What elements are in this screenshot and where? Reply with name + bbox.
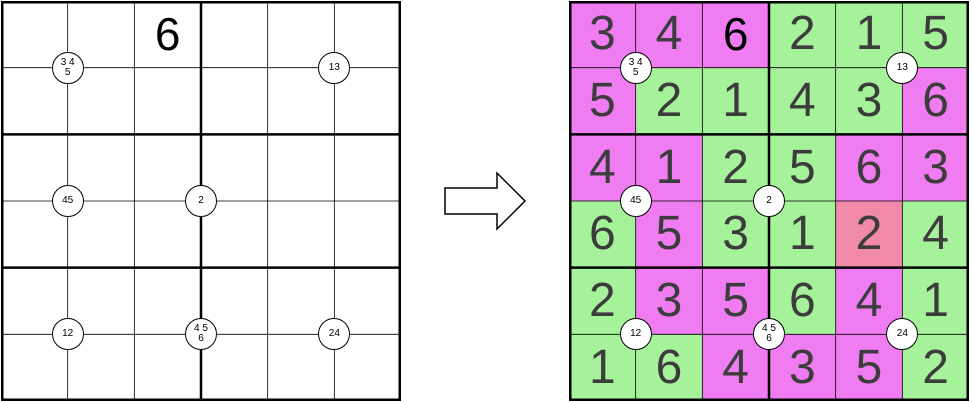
solution-digit: 3 bbox=[588, 7, 616, 61]
solution-digit: 3 bbox=[722, 207, 749, 261]
clue-text: 12 bbox=[62, 328, 74, 340]
clue-circle: 12 bbox=[51, 318, 84, 351]
clue-text: 3 4 5 bbox=[60, 56, 75, 78]
solution-digit: 5 bbox=[788, 140, 816, 194]
solution-digit: 5 bbox=[855, 340, 883, 394]
clue-circle: 24 bbox=[318, 318, 351, 351]
solution-digit: 4 bbox=[588, 140, 616, 194]
clue-circle: 13 bbox=[318, 51, 351, 84]
solution-cell: 4 bbox=[769, 67, 836, 135]
grid-cell[interactable] bbox=[201, 67, 268, 135]
solution-digit: 5 bbox=[922, 7, 949, 61]
solution-cell: 6 bbox=[569, 201, 636, 268]
solution-digit: 6 bbox=[722, 8, 749, 61]
clue-text: 45 bbox=[630, 195, 642, 206]
solution-digit: 6 bbox=[588, 207, 616, 261]
clue-circle: 45 bbox=[619, 185, 652, 217]
clue-text: 45 bbox=[62, 195, 74, 206]
solution-digit: 6 bbox=[855, 140, 883, 194]
solution-digit: 5 bbox=[588, 73, 616, 127]
grid-cell[interactable] bbox=[201, 1, 268, 68]
solution-cell: 6 bbox=[769, 267, 836, 335]
solution-digit: 6 bbox=[655, 340, 683, 394]
right-arrow-icon bbox=[444, 171, 527, 231]
solution-digit: 3 bbox=[855, 73, 883, 127]
given-digit: 6 bbox=[154, 8, 181, 61]
clue-text: 13 bbox=[328, 61, 340, 73]
solution-cell: 3 bbox=[569, 1, 636, 68]
clue-circle: 2 bbox=[753, 185, 785, 217]
clue-text: 2 bbox=[766, 195, 772, 206]
clue-text: 3 4 5 bbox=[628, 56, 643, 78]
solution-cell: 1 bbox=[702, 67, 769, 135]
clue-circle: 24 bbox=[886, 318, 919, 351]
solution-cell: 1 bbox=[569, 334, 636, 401]
solution-digit: 1 bbox=[588, 340, 616, 394]
solution-digit: 1 bbox=[922, 273, 949, 327]
clue-circle: 2 bbox=[185, 185, 217, 217]
clue-circle: 3 4 5 bbox=[619, 51, 652, 84]
solution-digit: 3 bbox=[922, 140, 949, 194]
puzzle-grid: 6 3 4 5 13 45 2 12 4 5 6 24 bbox=[1, 1, 401, 401]
solution-digit: 2 bbox=[788, 7, 816, 61]
solution-cell: 2 bbox=[769, 1, 836, 68]
grid-cell[interactable] bbox=[334, 201, 401, 268]
solution-cell: 1 bbox=[769, 201, 836, 268]
solution-digit: 4 bbox=[722, 340, 749, 394]
solution-digit: 2 bbox=[922, 340, 949, 394]
solution-digit: 1 bbox=[722, 73, 749, 127]
solution-cell: 3 bbox=[835, 67, 903, 135]
clue-circle: 4 5 6 bbox=[185, 318, 217, 351]
clue-circle: 4 5 6 bbox=[753, 318, 785, 351]
clue-text: 13 bbox=[896, 61, 908, 73]
grid-cell[interactable] bbox=[334, 334, 401, 401]
solution-cell: 6 bbox=[835, 134, 903, 201]
clue-text: 4 5 6 bbox=[762, 323, 776, 345]
grid-cell[interactable] bbox=[267, 201, 335, 268]
solution-digit: 2 bbox=[588, 273, 616, 327]
solution-digit: 3 bbox=[655, 273, 683, 327]
clue-text: 12 bbox=[630, 328, 642, 340]
solution-digit: 4 bbox=[922, 207, 949, 261]
clue-circle: 13 bbox=[886, 51, 919, 84]
grid-cell[interactable] bbox=[134, 67, 201, 135]
grid-cell[interactable]: 6 bbox=[134, 1, 201, 68]
solution-digit: 6 bbox=[922, 73, 949, 127]
solution-cell: 6 bbox=[702, 1, 769, 68]
solution-digit: 4 bbox=[788, 73, 816, 127]
solution-digit: 5 bbox=[722, 273, 749, 327]
grid-cell[interactable] bbox=[267, 134, 335, 201]
solution-digit: 6 bbox=[788, 273, 816, 327]
grid-cell[interactable] bbox=[334, 134, 401, 201]
solution-digit: 2 bbox=[855, 207, 883, 261]
clue-circle: 12 bbox=[619, 318, 652, 351]
solution-digit: 1 bbox=[855, 7, 883, 61]
solution-cell: 1 bbox=[835, 1, 903, 68]
solution-digit: 1 bbox=[655, 140, 683, 194]
solution-cell: 4 bbox=[902, 201, 969, 268]
clue-text: 24 bbox=[328, 328, 340, 340]
solution-digit: 5 bbox=[655, 207, 683, 261]
clue-text: 2 bbox=[198, 195, 204, 206]
solution-cell: 3 bbox=[902, 134, 969, 201]
clue-circle: 45 bbox=[51, 185, 84, 217]
solution-cell: 2 bbox=[835, 201, 903, 268]
solution-digit: 2 bbox=[655, 73, 683, 127]
solution-digit: 2 bbox=[722, 140, 749, 194]
solution-digit: 3 bbox=[788, 340, 816, 394]
solution-digit: 1 bbox=[788, 207, 816, 261]
solution-digit: 4 bbox=[855, 273, 883, 327]
solution-cell: 2 bbox=[902, 334, 969, 401]
clue-circle: 3 4 5 bbox=[51, 51, 84, 84]
clue-text: 4 5 6 bbox=[194, 323, 208, 345]
solution-digit: 4 bbox=[655, 7, 683, 61]
clue-text: 24 bbox=[896, 328, 908, 340]
